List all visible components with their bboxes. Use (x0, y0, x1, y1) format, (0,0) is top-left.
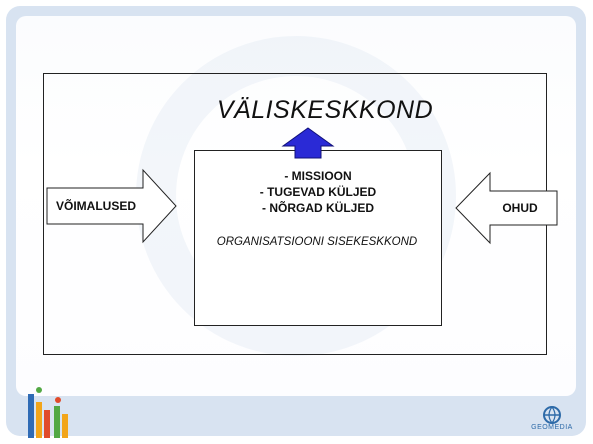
opportunities-label: VÕIMALUSED (55, 199, 136, 213)
bullet-strengths: - TUGEVAD KÜLJED (259, 185, 377, 199)
internal-environment-label: ORGANISATSIOONI SISEKESKKOND (216, 236, 418, 248)
bullet-weaknesses: - NÕRGAD KÜLJED (261, 201, 374, 215)
up-arrow (281, 127, 335, 159)
brand-label: GEOMEDIA (531, 424, 573, 431)
threats-label: OHUD (502, 201, 538, 215)
logo-bars-icon (28, 387, 68, 438)
threats-arrow-shape (455, 171, 558, 245)
threats-arrow (455, 171, 558, 245)
bullet-mission: - MISSIOON (284, 169, 352, 183)
geomedia-logo-icon (543, 406, 561, 425)
up-arrow-shape (281, 127, 335, 159)
opportunities-arrow-shape (46, 168, 177, 244)
internal-environment-box (194, 150, 442, 326)
opportunities-arrow (46, 168, 177, 244)
diagram-title: VÄLISKESKKOND (216, 96, 434, 124)
strengths-list: - MISSIOON - TUGEVAD KÜLJED - NÕRGAD KÜL… (194, 168, 442, 216)
